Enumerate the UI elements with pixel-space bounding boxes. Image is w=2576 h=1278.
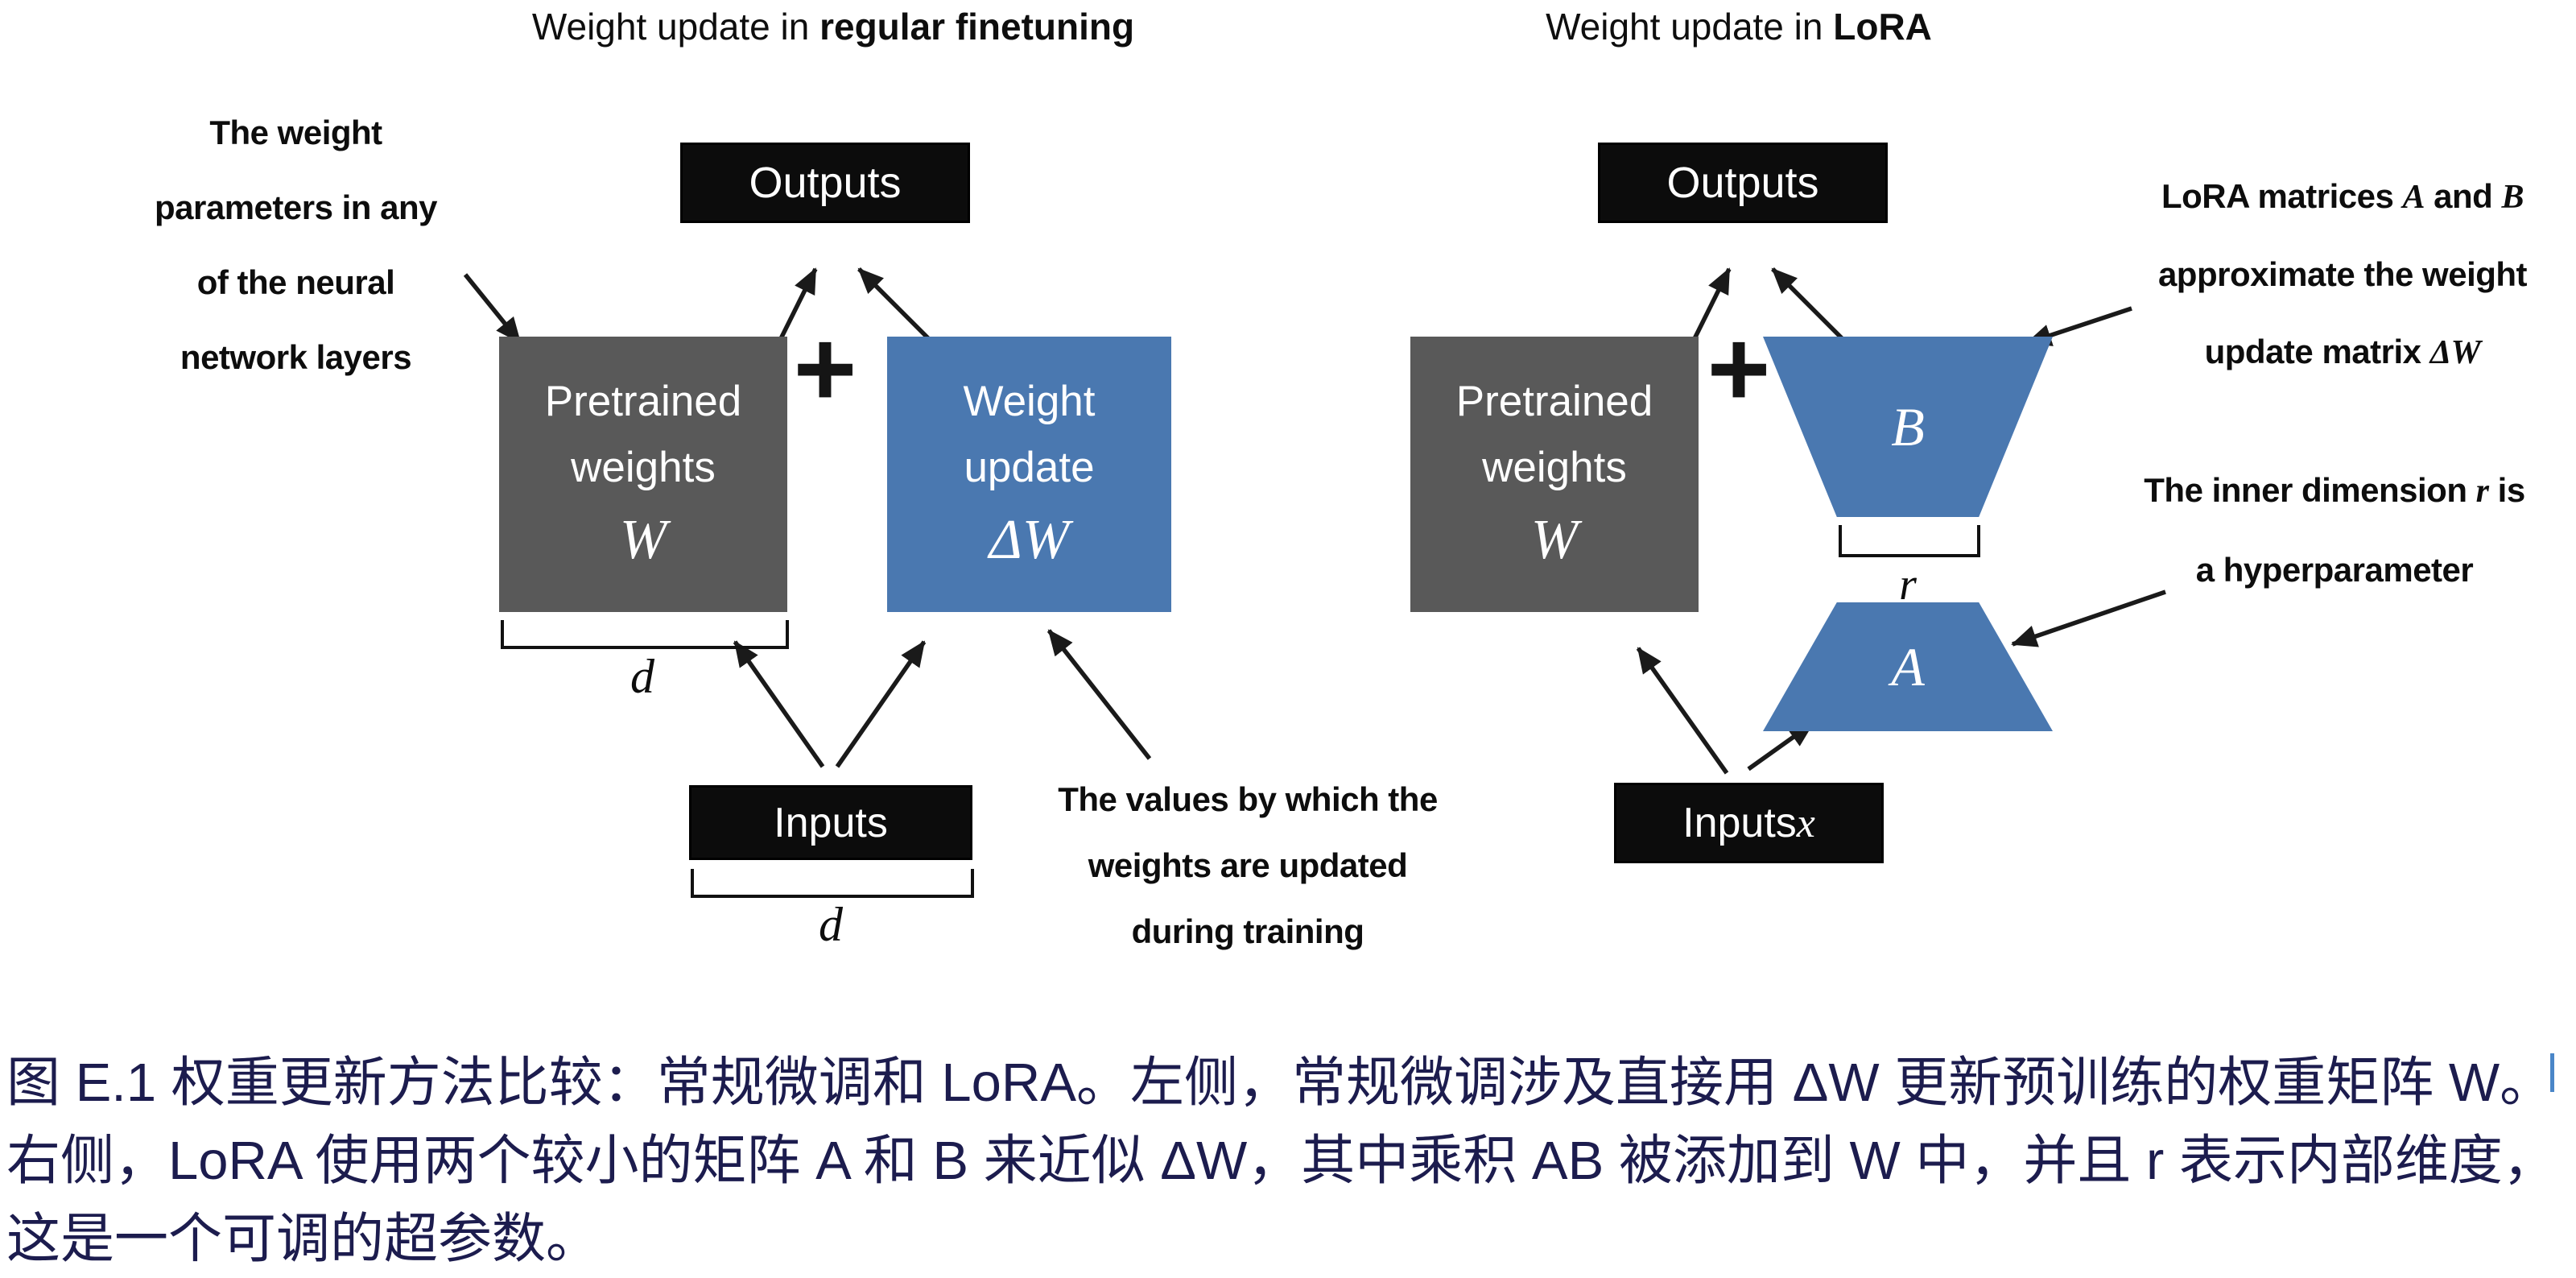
annotation-line: a hyperparameter	[2195, 551, 2474, 589]
left-title-prefix: Weight update in	[531, 6, 820, 48]
annotation-line: during training	[1131, 912, 1364, 950]
math-delta-w: ΔW	[2429, 334, 2481, 371]
annotation-line: The values by which the	[1058, 780, 1438, 818]
pretrained-line: weights	[571, 444, 716, 491]
inputs-x-symbol: x	[1796, 800, 1815, 846]
inputs-box-right: Inputs x	[1614, 783, 1884, 863]
stray-text-cursor	[2550, 1053, 2554, 1092]
annotation-lora-matrices: LoRA matrices A and B approximate the we…	[2125, 158, 2560, 391]
matrix-a-symbol: A	[1891, 635, 1925, 697]
annotation-line: LoRA matrices A and B	[2125, 158, 2560, 236]
annotation-line: approximate the weight	[2157, 255, 2528, 293]
update-line: update	[964, 444, 1095, 491]
arrow-inputs-to-update-left	[835, 640, 927, 768]
left-panel-title: Weight update in regular finetuning	[354, 5, 1312, 48]
annotation-line: weights are updated	[1088, 846, 1408, 884]
weight-update-box: Weight update ΔW	[887, 337, 1171, 612]
annotation-line: network layers	[180, 338, 412, 376]
right-title-prefix: Weight update in	[1546, 6, 1834, 48]
dimension-bracket-inputs	[691, 869, 974, 898]
dimension-d-weights: d	[630, 650, 654, 703]
matrix-w-symbol: W	[619, 509, 667, 571]
matrix-w-symbol: W	[1530, 509, 1579, 571]
arrow-annotation-to-pretrained-left	[463, 273, 522, 344]
annotation-line: of the neural	[196, 263, 395, 301]
dimension-bracket-weights	[501, 620, 789, 649]
left-title-emphasis: regular finetuning	[819, 6, 1135, 48]
annotation-line: parameters in any	[154, 188, 438, 226]
outputs-label-left: Outputs	[749, 159, 902, 207]
plus-sign-right: +	[1707, 307, 1771, 429]
inputs-label-right: Inputs	[1682, 800, 1797, 846]
pretrained-weights-box-left: Pretrained weights W	[499, 337, 787, 612]
annotation-update-values: The values by which the weights are upda…	[1002, 767, 1493, 965]
outputs-box-right: Outputs	[1598, 143, 1888, 223]
delta-w-symbol: ΔW	[989, 509, 1070, 571]
outputs-box-left: Outputs	[680, 143, 970, 223]
math-a: A	[2402, 179, 2425, 216]
annotation-text: and	[2425, 177, 2502, 215]
figure-caption: 图 E.1 权重更新方法比较：常规微调和 LoRA。左侧，常规微调涉及直接用 Δ…	[6, 1044, 2574, 1278]
update-line: Weight	[963, 378, 1096, 425]
annotation-text: update matrix	[2204, 333, 2430, 370]
arrow-inputs-to-pretrained-left	[733, 640, 825, 768]
annotation-line: The weight	[209, 114, 382, 151]
matrix-b-symbol: B	[1891, 395, 1925, 457]
annotation-line: update matrix ΔW	[2125, 313, 2560, 391]
dimension-d-inputs: d	[819, 898, 843, 951]
rank-bracket	[1839, 525, 1980, 557]
pretrained-line: Pretrained	[544, 378, 742, 425]
pretrained-line: Pretrained	[1455, 378, 1653, 425]
lora-matrix-a: A	[1763, 602, 2053, 731]
annotation-weight-parameters: The weight parameters in any of the neur…	[76, 95, 515, 395]
rank-r-label: r	[1899, 560, 1917, 610]
right-title-emphasis: LoRA	[1833, 6, 1932, 48]
annotation-inner-dimension: The inner dimension r is a hyperparamete…	[2105, 451, 2564, 610]
outputs-label-right: Outputs	[1666, 159, 1819, 207]
pretrained-line: weights	[1482, 444, 1627, 491]
annotation-text: LoRA matrices	[2161, 177, 2403, 215]
caption-line-3: 这是一个可调的超参数。	[6, 1209, 600, 1269]
arrow-annotation-to-update-left	[1046, 629, 1152, 760]
right-panel-title: Weight update in LoRA	[1433, 5, 2045, 48]
pretrained-weights-box-right: Pretrained weights W	[1410, 337, 1699, 612]
inputs-box-left: Inputs	[689, 785, 972, 860]
math-b: B	[2501, 179, 2524, 216]
caption-line-1: 图 E.1 权重更新方法比较：常规微调和 LoRA。左侧，常规微调涉及直接用 Δ…	[6, 1053, 2554, 1113]
annotation-text: is	[2488, 471, 2526, 509]
arrow-annotation-to-rank	[2011, 589, 2166, 647]
caption-line-2: 右侧，LoRA 使用两个较小的矩阵 A 和 B 来近似 ΔW，其中乘积 AB 被…	[6, 1131, 2557, 1191]
plus-sign-left: +	[793, 307, 857, 429]
annotation-line: The inner dimension r is	[2105, 451, 2564, 531]
annotation-text: The inner dimension	[2144, 471, 2476, 509]
inputs-label-left: Inputs	[774, 799, 888, 846]
math-r: r	[2475, 473, 2489, 510]
arrow-inputs-to-pretrained-right	[1636, 647, 1729, 775]
